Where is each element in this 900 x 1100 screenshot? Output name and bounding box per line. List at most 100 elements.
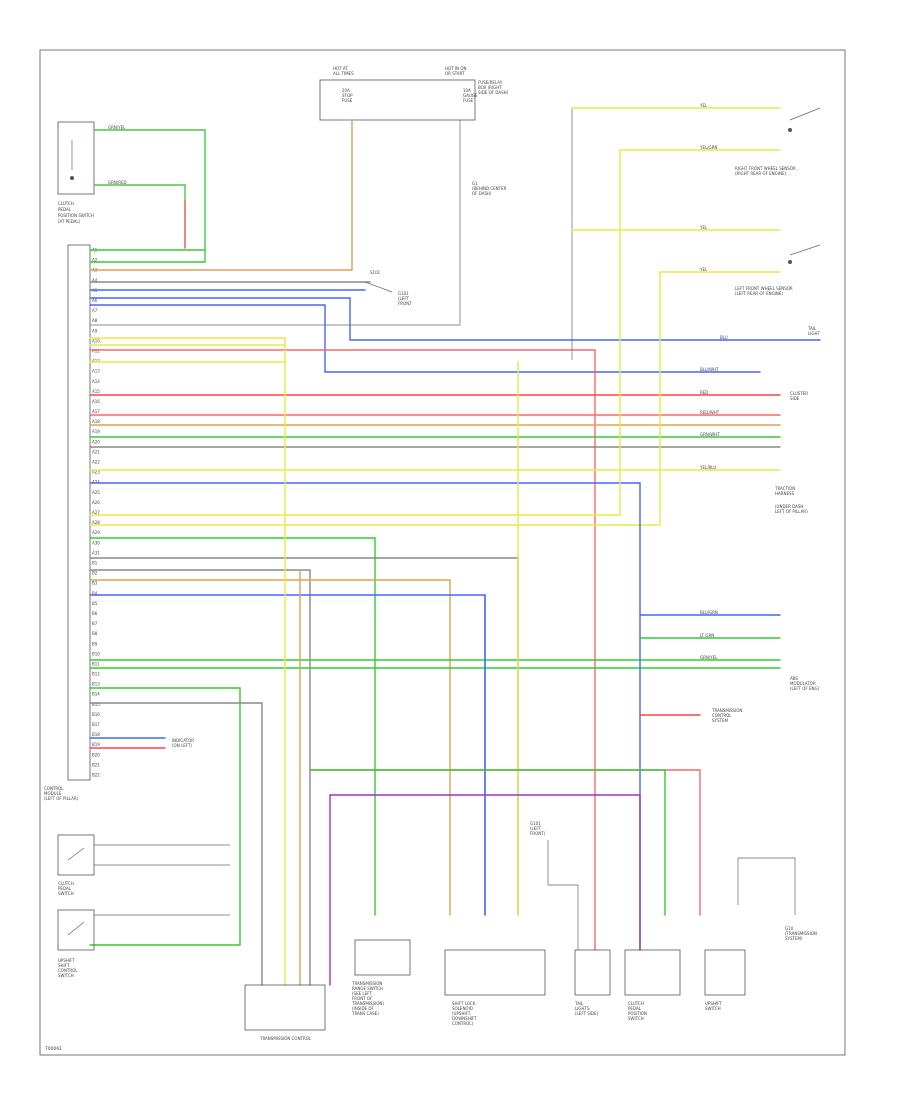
svg-text:YEL: YEL bbox=[699, 267, 708, 272]
tail-lights-box bbox=[574, 949, 611, 996]
shift-lock-box bbox=[444, 949, 546, 996]
diagram-border bbox=[39, 49, 846, 1056]
footer-code: T00061 bbox=[44, 1046, 62, 1052]
connector-pin-label: A2 bbox=[92, 258, 98, 263]
connector-pin-label: A24 bbox=[92, 480, 100, 485]
top-left-switch-label: CLUTCH PEDAL POSITION SWITCH (AT PEDAL) bbox=[58, 201, 95, 224]
connector-pin-label: A31 bbox=[92, 550, 100, 555]
connector-pin-label: A20 bbox=[92, 439, 100, 444]
connector-pin-label: A4 bbox=[92, 278, 98, 283]
connector-pin-label: A17 bbox=[92, 409, 100, 414]
connector-pin-label: A6 bbox=[92, 298, 98, 303]
connector-pin-label: B21 bbox=[92, 762, 100, 767]
connector-pin-label: A18 bbox=[92, 419, 100, 424]
indicator-label: INDICATOR(ON LEFT) bbox=[172, 738, 194, 748]
transmission-control-box bbox=[244, 984, 326, 1031]
svg-text:YEL/GRN: YEL/GRN bbox=[699, 145, 717, 150]
connector-pin-label: A12 bbox=[92, 359, 100, 364]
right-front-sensor: RIGHT FRONT WHEEL SENSOR(RIGHT REAR OF E… bbox=[735, 107, 821, 176]
connector-pin-label: A13 bbox=[92, 369, 100, 374]
top-left-switch-box bbox=[57, 121, 95, 195]
svg-text:BLU/WHT: BLU/WHT bbox=[700, 367, 719, 372]
connector-pin-label: B19 bbox=[92, 742, 100, 747]
svg-text:GRN/WHT: GRN/WHT bbox=[700, 432, 720, 437]
control-module-label: CONTROL MODULE (LEFT OF PILLAR) bbox=[44, 786, 79, 801]
top-left-switch: CLUTCH PEDAL POSITION SWITCH (AT PEDAL) bbox=[57, 121, 95, 224]
connector-pin-label: B3 bbox=[92, 581, 98, 586]
connector-pin-label: A27 bbox=[92, 510, 100, 515]
svg-text:BLU/GRN: BLU/GRN bbox=[700, 610, 718, 615]
connector-pin-label: A8 bbox=[92, 318, 98, 323]
connector-pin-label: B14 bbox=[92, 692, 100, 697]
svg-text:YEL: YEL bbox=[699, 103, 708, 108]
upshift-switch-box bbox=[704, 949, 746, 996]
connector-pin-label: A29 bbox=[92, 530, 100, 535]
horizontal-wires bbox=[89, 149, 821, 986]
connector-pin-label: A21 bbox=[92, 449, 100, 454]
connector-pin-label: B13 bbox=[92, 682, 100, 687]
connector-pin-label: A9 bbox=[92, 328, 98, 333]
connector-pins: A1A2A3A4A5A6A7A8A9A10A11A12A13A14A15A16A… bbox=[92, 248, 100, 778]
wire-label: GRN/YEL bbox=[108, 125, 126, 130]
range-switch-box bbox=[354, 939, 411, 976]
connector-pin-label: B12 bbox=[92, 672, 100, 677]
connector-pin-label: B9 bbox=[92, 641, 98, 646]
connector-pin-label: B20 bbox=[92, 752, 100, 757]
connector-pin-label: B11 bbox=[92, 661, 100, 666]
connector-pin-label: A14 bbox=[92, 379, 100, 384]
connector-pin-label: B22 bbox=[92, 773, 100, 778]
control-module-connector bbox=[67, 244, 91, 781]
clutch-position-box bbox=[624, 949, 681, 996]
connector-pin-label: A7 bbox=[92, 308, 98, 313]
connector-pin-label: B2 bbox=[92, 571, 98, 576]
connector-pin-label: A23 bbox=[92, 470, 100, 475]
connector-pin-label: A15 bbox=[92, 389, 100, 394]
svg-text:LT GRN: LT GRN bbox=[700, 633, 714, 638]
svg-text:BLU: BLU bbox=[720, 335, 728, 340]
connector-pin-label: B4 bbox=[92, 591, 98, 596]
right-wire-labels: YEL YEL/GRN YEL YEL BLU BLU/WHT RED RED/… bbox=[699, 103, 728, 660]
wire-label: GRN/RED bbox=[108, 180, 127, 185]
connector-pin-label: B6 bbox=[92, 611, 98, 616]
svg-text:YEL: YEL bbox=[699, 225, 708, 230]
left-front-sensor: LEFT FRONT WHEEL SENSOR(LEFT REAR OF ENG… bbox=[735, 244, 821, 296]
svg-text:TRANSMISSION CONTROL: TRANSMISSION CONTROL bbox=[259, 1036, 312, 1041]
connector-pin-label: B10 bbox=[92, 651, 100, 656]
svg-text:RED: RED bbox=[700, 390, 708, 395]
connector-pin-label: A22 bbox=[92, 460, 100, 465]
svg-text:GRN/YEL: GRN/YEL bbox=[700, 655, 718, 660]
svg-text:S101: S101 bbox=[370, 270, 381, 275]
connector-pin-label: B1 bbox=[92, 560, 98, 565]
svg-text:RED/WHT: RED/WHT bbox=[700, 410, 720, 415]
connector-pin-label: A25 bbox=[92, 490, 100, 495]
connector-pin-label: B8 bbox=[92, 631, 98, 636]
connector-pin-label: B18 bbox=[92, 732, 100, 737]
connector-pin-label: A11 bbox=[92, 348, 100, 353]
connector-pin-label: B16 bbox=[92, 712, 100, 717]
connector-pin-label: B15 bbox=[92, 702, 100, 707]
svg-text:LEFT FRONT WHEEL SENSOR(LEFT R: LEFT FRONT WHEEL SENSOR(LEFT REAR OF ENG… bbox=[735, 286, 793, 296]
